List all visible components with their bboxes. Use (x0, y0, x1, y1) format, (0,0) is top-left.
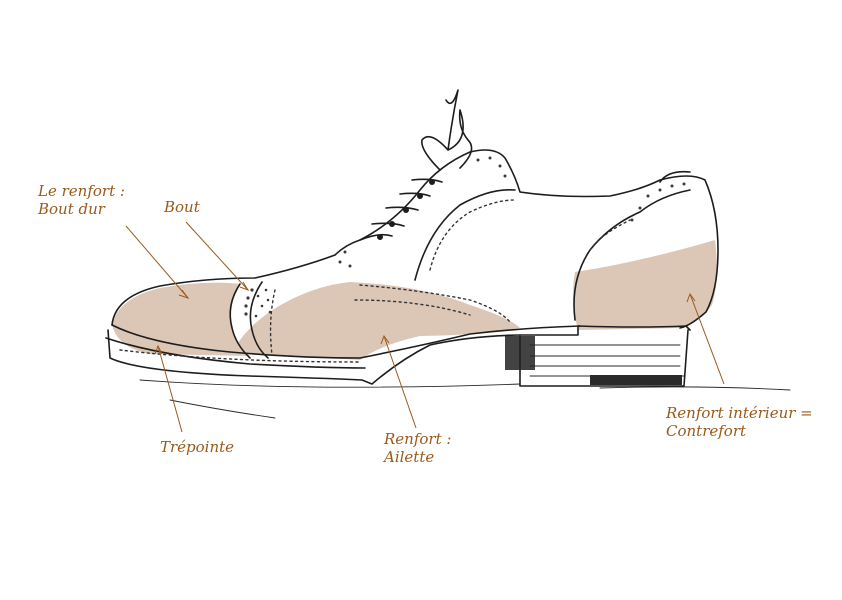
label-contrefort: Renfort intérieur = Contrefort (666, 404, 813, 440)
pointer-trepointe (158, 346, 182, 432)
label-bout-dur-line2: Bout dur (38, 200, 125, 218)
label-contrefort-line1: Renfort intérieur = (666, 404, 813, 422)
label-trepointe-text: Trépointe (160, 438, 234, 456)
label-bout-dur-line1: Le renfort : (38, 182, 125, 200)
label-ailette-line1: Renfort : (384, 430, 451, 448)
label-trepointe: Trépointe (160, 438, 234, 456)
ailette-fill (232, 282, 520, 360)
label-bout-dur: Le renfort : Bout dur (38, 182, 125, 218)
label-bout-text: Bout (164, 198, 200, 216)
contrefort-fill (573, 240, 717, 330)
laces (360, 90, 472, 240)
label-bout: Bout (164, 198, 200, 216)
label-ailette-line2: Ailette (384, 448, 451, 466)
label-ailette: Renfort : Ailette (384, 430, 451, 466)
reinforcement-fills (112, 240, 717, 360)
label-contrefort-line2: Contrefort (666, 422, 813, 440)
